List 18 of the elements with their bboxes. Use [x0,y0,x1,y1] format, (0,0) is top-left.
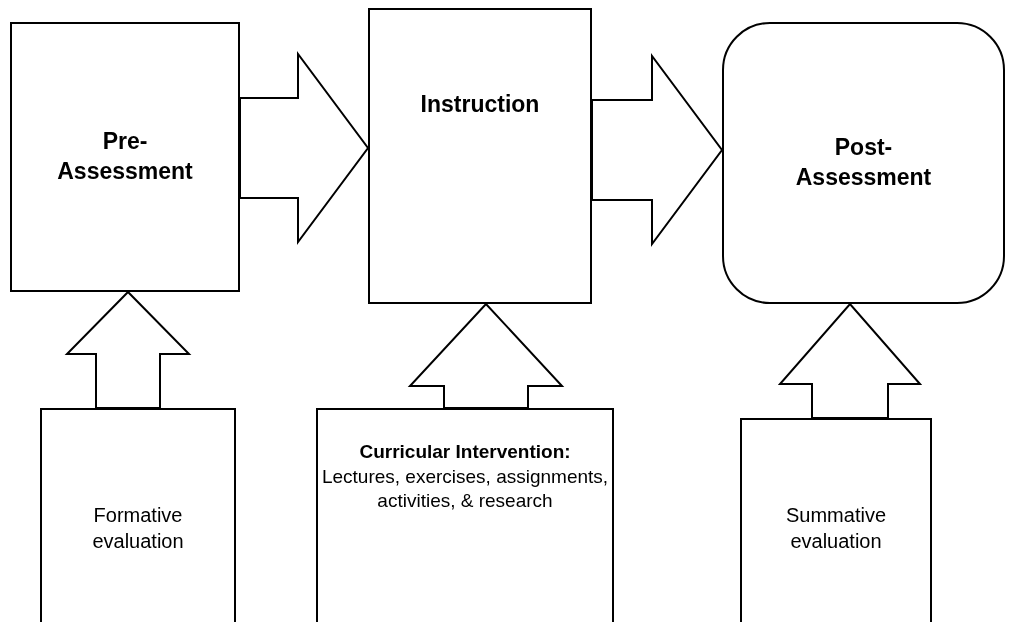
process-box [368,8,592,304]
process-box [316,408,614,622]
block-arrow [777,302,923,419]
block-arrow [239,51,370,245]
box-label: Pre- Assessment [56,127,194,186]
rounded-box [722,22,1005,304]
box-label: Summative evaluation [785,503,887,554]
process-box [10,22,240,292]
box-label: Formative evaluation [91,503,185,554]
process-box [40,408,236,622]
box-label: Post- Assessment [794,133,933,192]
block-arrow [64,290,192,409]
box-description: Lectures, exercises, assignments, activities, & research [320,464,610,514]
box-heading: Curricular Intervention: [359,440,571,464]
box-label: Instruction [420,90,540,119]
process-box [740,418,932,622]
block-arrow [407,302,565,409]
block-arrow [591,53,724,247]
